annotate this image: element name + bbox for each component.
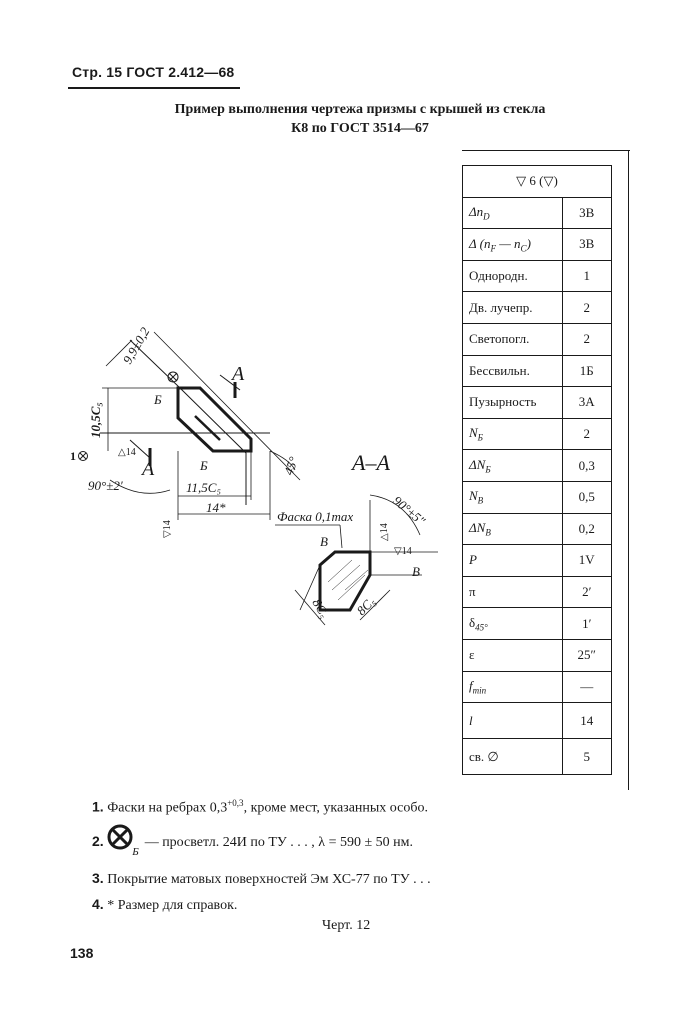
label-a-bottom: А	[140, 458, 155, 480]
label-v-2: В	[412, 564, 420, 579]
table-row-bottom: св. ∅5	[462, 738, 612, 776]
dim-10-5: 10,5C₅	[88, 402, 103, 438]
dim-45: 45°	[281, 455, 301, 477]
row-value: 25″	[561, 638, 612, 672]
row-label: Светопогл.	[462, 322, 563, 356]
row-label: l	[462, 702, 563, 740]
tri14-section: ▽14	[394, 546, 412, 557]
title-line-1: Пример выполнения чертежа призмы с крыше…	[174, 102, 546, 117]
page-header: Стр. 15 ГОСТ 2.412—68	[72, 64, 235, 80]
row-label: P	[462, 544, 563, 577]
table-row: fmin—	[462, 670, 612, 704]
section-view	[275, 494, 438, 626]
figure-caption: Черт. 12	[322, 918, 371, 933]
row-value: 0,3	[561, 449, 612, 482]
row-label: Дв. лучепр.	[462, 291, 563, 324]
tri14b-section: △14	[379, 523, 390, 541]
row-value: 3В	[561, 196, 612, 230]
dim-8c5-a: 8C₅	[309, 596, 332, 621]
row-value: 0,5	[561, 480, 612, 514]
chamfer-label: Фаска 0,1max	[277, 509, 353, 524]
row-value: —	[561, 670, 612, 704]
row-label: Пузырность	[462, 386, 563, 419]
row-value: 0,2	[561, 512, 612, 546]
row-value: 3В	[561, 228, 612, 261]
title-line-2: К8 по ГОСТ 3514—67	[291, 121, 429, 136]
table-row: δ45°1′	[462, 607, 612, 640]
row-label: Однородн.	[462, 259, 563, 293]
row-label: Бессвильн.	[462, 354, 563, 388]
note-2: 2. Б — просветл. 24И по ТУ . . . , λ = 5…	[92, 824, 413, 858]
row-value: 2′	[561, 575, 612, 609]
row-value: 1	[561, 259, 612, 293]
label-v-1: В	[320, 534, 328, 549]
table-row: Δ (nF — nC)3В	[462, 228, 612, 261]
coating-symbol-icon: Б	[107, 824, 141, 858]
note-4: 4. * Размер для справок.	[92, 896, 238, 913]
table-head-row: ▽ 6 (▽)	[462, 165, 612, 198]
row-label: ΔNВ	[462, 512, 563, 546]
row-label: NБ	[462, 417, 563, 451]
dim-11-5: 11,5C₅	[186, 480, 221, 495]
prism-drawing: 9,9±0,2 10,5C₅ 90°±2′ 11,5C₅ 14* 45° А А…	[70, 324, 438, 626]
row-value: 5	[561, 738, 612, 776]
row-label: ε	[462, 638, 563, 672]
table-row: Светопогл.2	[462, 322, 612, 356]
dim-9-9: 9,9±0,2	[120, 324, 153, 366]
dim-90: 90°±2′	[88, 478, 123, 493]
row-value: 2	[561, 417, 612, 451]
drawing-title: Пример выполнения чертежа призмы с крыше…	[120, 100, 600, 138]
note-1: 1. Фаски на ребрах 0,3+0,3, кроме мест, …	[92, 798, 428, 816]
row-value: 2	[561, 322, 612, 356]
label-b-2: Б	[199, 458, 208, 473]
tri14-bottom: ▽14	[162, 520, 173, 538]
label-a-top: А	[230, 363, 245, 385]
table-row: Дв. лучепр.2	[462, 291, 612, 324]
page-number: 138	[70, 945, 94, 961]
dim-14: 14*	[206, 500, 226, 515]
section-label: А–А	[350, 450, 390, 475]
row-value: 3А	[561, 386, 612, 419]
label-b-1: Б	[153, 392, 162, 407]
row-label: fmin	[462, 670, 563, 704]
row-label: ΔnD	[462, 196, 563, 230]
row-value: 1Б	[561, 354, 612, 388]
num-1: 1	[70, 449, 76, 463]
table-head: ▽ 6 (▽)	[462, 165, 612, 198]
row-value: 1′	[561, 607, 612, 640]
row-value: 1V	[561, 544, 612, 577]
row-value: 14	[561, 702, 612, 740]
header-rule	[68, 87, 240, 89]
table-row: Однородн.1	[462, 259, 612, 293]
table-right-rule	[628, 150, 630, 790]
row-label: св. ∅	[462, 738, 563, 776]
main-view-labels: 9,9±0,2 10,5C₅ 90°±2′ 11,5C₅ 14* 45° А А…	[70, 324, 301, 538]
note-3: 3. Покрытие матовых поверхностей Эм ХС-7…	[92, 870, 431, 887]
dim-90-5: 90°±5″	[390, 493, 429, 529]
row-value: 2	[561, 291, 612, 324]
row-label: NВ	[462, 480, 563, 514]
prism-main-view	[78, 331, 301, 520]
row-label: π	[462, 575, 563, 609]
table-row: Бессвильн.1Б	[462, 354, 612, 388]
tri14-left: △14	[118, 447, 136, 458]
table-top-rule	[462, 150, 630, 152]
row-label: δ45°	[462, 607, 563, 640]
row-label: Δ (nF — nC)	[462, 228, 563, 261]
row-label: ΔNБ	[462, 449, 563, 482]
